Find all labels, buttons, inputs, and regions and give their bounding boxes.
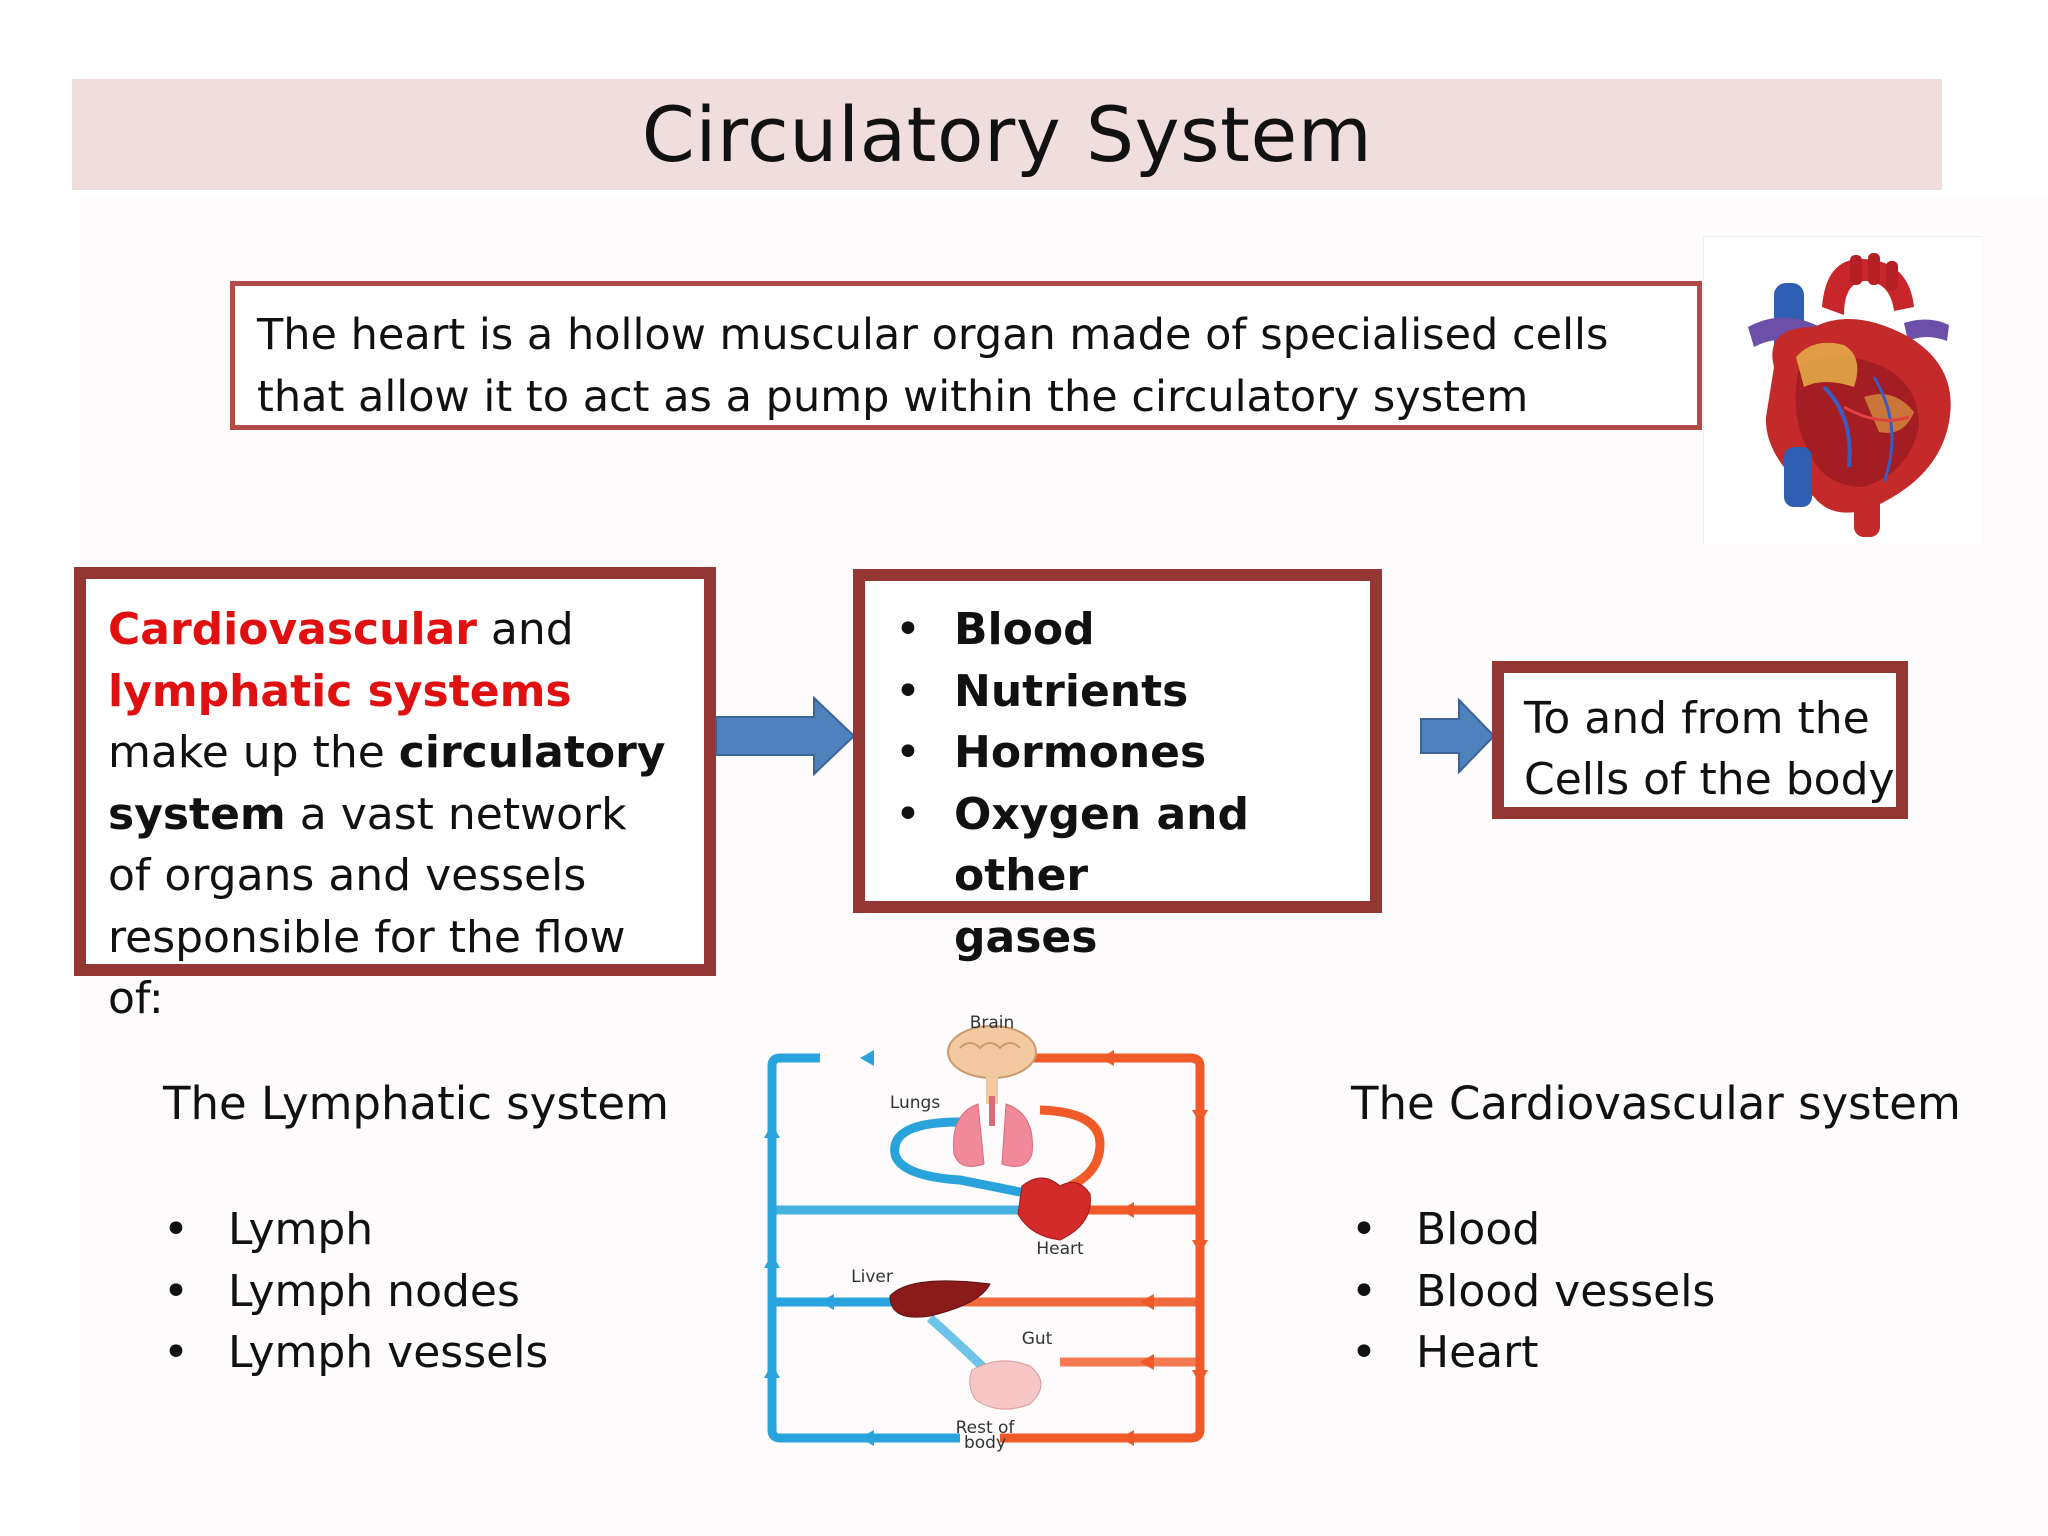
heart-definition-box: The heart is a hollow muscular organ mad…: [230, 281, 1702, 430]
bullet-icon: •: [163, 1204, 189, 1255]
destination-box: To and from the Cells of the body: [1492, 661, 1908, 819]
bullet-icon: •: [895, 604, 921, 655]
list-item: • Heart: [1351, 1322, 1715, 1384]
bullet-icon: •: [1351, 1327, 1377, 1378]
list-item: • Lymph nodes: [163, 1261, 548, 1323]
right-arrow-icon: [715, 695, 856, 777]
term-circulatory: circulatory system: [108, 727, 666, 840]
flow-item: • Oxygen and other: [887, 784, 1370, 907]
diagram-label-lungs: Lungs: [890, 1093, 941, 1113]
list-item: • Blood: [1351, 1199, 1715, 1261]
intro-text-2: make up the: [108, 727, 399, 778]
list-item: • Lymph vessels: [163, 1322, 548, 1384]
right-arrow-icon: [1420, 697, 1496, 775]
title-banner: Circulatory System: [72, 79, 1942, 190]
diagram-label-liver: Liver: [851, 1267, 893, 1287]
bullet-icon: •: [895, 788, 921, 840]
circulation-diagram: Brain Lungs Heart Liver Gut Rest of body: [760, 1004, 1224, 1458]
list-item-label: Blood vessels: [1416, 1265, 1716, 1317]
flow-item-label: gases: [954, 911, 1098, 963]
flow-item: • Hormones: [887, 722, 1370, 784]
flow-item-continuation: gases: [887, 907, 1370, 969]
intro-text-1: and: [476, 604, 574, 655]
flow-item-label: Oxygen and other: [954, 788, 1249, 902]
flow-item-label: Nutrients: [954, 665, 1189, 717]
bullet-icon: •: [163, 1265, 189, 1317]
flow-item-label: Hormones: [954, 727, 1207, 778]
destination-text: To and from the Cells of the body: [1524, 693, 1895, 805]
term-lymphatic: lymphatic systems: [108, 665, 572, 717]
diagram-label-heart: Heart: [1036, 1239, 1084, 1259]
list-item: • Blood vessels: [1351, 1261, 1715, 1323]
lymphatic-list: • Lymph • Lymph nodes • Lymph vessels: [163, 1199, 548, 1384]
intro-box: Cardiovascular and lymphatic systems mak…: [74, 567, 716, 1024]
bullet-icon: •: [1351, 1204, 1377, 1255]
slide-title: Circulatory System: [641, 90, 1373, 179]
bullet-icon: •: [1351, 1265, 1377, 1317]
flow-item: • Blood: [887, 599, 1370, 661]
flow-item-label: Blood: [954, 604, 1095, 655]
bullet-icon: •: [895, 665, 921, 717]
cardiovascular-list: • Blood • Blood vessels • Heart: [1351, 1199, 1715, 1384]
list-item-label: Lymph: [228, 1204, 374, 1255]
flow-items-box: • Blood • Nutrients • Hormones • Oxygen and …: [853, 569, 1382, 963]
diagram-label-brain: Brain: [970, 1013, 1015, 1033]
list-item: • Lymph: [163, 1199, 548, 1261]
term-cardiovascular: Cardiovascular: [108, 604, 477, 655]
diagram-label-rest: Rest of: [956, 1418, 1016, 1438]
diagram-label-body: body: [964, 1433, 1006, 1453]
flow-item: • Nutrients: [887, 661, 1370, 723]
list-item-label: Lymph nodes: [228, 1265, 520, 1317]
diagram-label-gut: Gut: [1022, 1329, 1053, 1349]
cardiovascular-title: The Cardiovascular system: [1351, 1077, 1961, 1130]
heart-illustration: [1703, 236, 1981, 544]
heart-icon: [1748, 253, 1951, 537]
list-item-label: Lymph vessels: [228, 1327, 549, 1378]
bullet-icon: •: [895, 727, 921, 778]
intro-text: Cardiovascular and lymphatic systems mak…: [108, 599, 682, 1030]
list-item-label: Blood: [1416, 1204, 1541, 1255]
bullet-icon: •: [163, 1327, 189, 1378]
lymphatic-title: The Lymphatic system: [163, 1077, 669, 1130]
heart-definition-text: The heart is a hollow muscular organ mad…: [257, 310, 1609, 422]
list-item-label: Heart: [1416, 1327, 1539, 1378]
intro-text-3: a vast network of organs and vessels res…: [108, 788, 627, 1025]
